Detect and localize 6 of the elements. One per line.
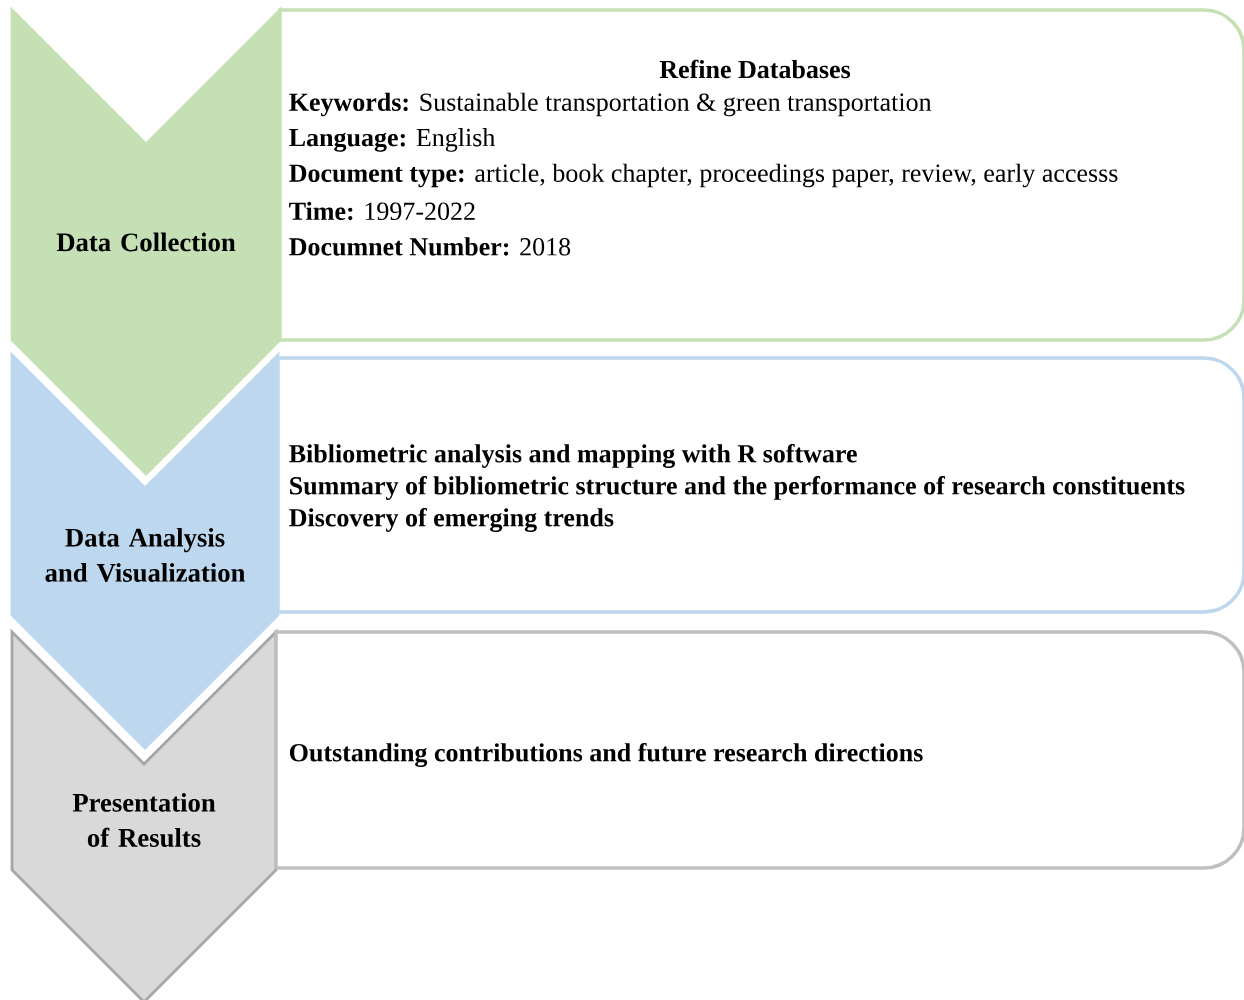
- text-panel: Refine Databases Keywords: Sustainable transportation & green transportation Language: English Document type: article, book chapter, proceedings paper, review, early accesss Time: 1997-2022 Documnet Number: 2018: [278, 8, 1244, 342]
- text-panel: Outstanding contributions and future research directions: [274, 630, 1244, 870]
- stage-band: Data Analysis and Visualization: [10, 351, 280, 750]
- stage-band: Presentation of Results: [10, 628, 278, 1000]
- stage-band: Data Collection: [10, 6, 282, 476]
- text-panel: Bibliometric analysis and mapping with R software Summary of bibliometric structure and the performance of research constituents Discovery of emerging trends: [276, 356, 1244, 614]
